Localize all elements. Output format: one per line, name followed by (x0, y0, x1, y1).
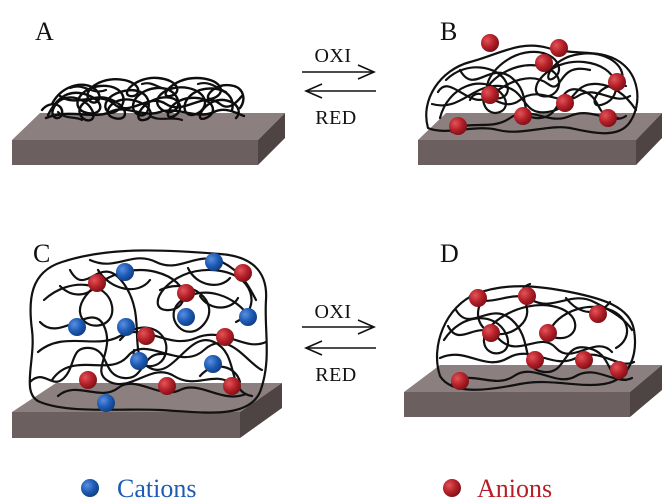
cation-dot (239, 308, 257, 326)
substrate-a (12, 113, 285, 165)
cation-dot (204, 355, 222, 373)
anion-dot (610, 361, 628, 379)
anion-dot (216, 328, 234, 346)
forward-arrowhead-top (357, 64, 376, 80)
legend-item-anions: Anions (443, 474, 552, 502)
anion-dot (469, 289, 487, 307)
panel-d: D (404, 239, 662, 417)
anion-dot (518, 287, 536, 305)
reverse-arrowhead-top (304, 83, 323, 99)
legend-label-anions: Anions (477, 474, 552, 502)
anion-particles-c (79, 264, 252, 395)
cation-dot (97, 394, 115, 412)
anion-dot (526, 351, 544, 369)
forward-arrowhead-bottom (357, 319, 376, 335)
anion-particles-d (451, 287, 628, 390)
oxi-label-top: OXI (314, 45, 351, 67)
panel-label-a: A (35, 17, 54, 46)
panel-label-d: D (440, 239, 459, 268)
anion-dot (575, 351, 593, 369)
cation-dot (117, 318, 135, 336)
anion-dot (514, 107, 532, 125)
cation-legend-icon (81, 479, 99, 497)
anion-dot (556, 94, 574, 112)
oxi-label-bottom: OXI (314, 301, 351, 323)
anion-dot (137, 327, 155, 345)
anion-dot (79, 371, 97, 389)
anion-dot (234, 264, 252, 282)
red-label-bottom: RED (315, 364, 357, 386)
anion-dot (482, 324, 500, 342)
legend: Cations Anions (81, 474, 552, 502)
anion-dot (481, 86, 499, 104)
cation-dot (177, 308, 195, 326)
cation-dot (130, 352, 148, 370)
anion-dot (451, 372, 469, 390)
cation-particles-c (68, 253, 257, 412)
anion-dot (589, 305, 607, 323)
anion-dot (539, 324, 557, 342)
red-label-top: RED (315, 107, 357, 129)
legend-label-cations: Cations (117, 474, 196, 502)
cation-dot (116, 263, 134, 281)
anion-particles-b (449, 34, 626, 135)
anion-dot (223, 377, 241, 395)
anion-dot (535, 54, 553, 72)
reverse-arrowhead-bottom (304, 340, 323, 356)
reaction-arrows-top: OXI RED (302, 45, 376, 129)
anion-dot (599, 109, 617, 127)
anion-dot (449, 117, 467, 135)
anion-dot (481, 34, 499, 52)
panel-label-b: B (440, 17, 457, 46)
panel-a: A (12, 17, 285, 165)
anion-legend-icon (443, 479, 461, 497)
anion-dot (88, 274, 106, 292)
anion-dot (550, 39, 568, 57)
cation-dot (68, 318, 86, 336)
legend-item-cations: Cations (81, 474, 196, 502)
reaction-arrows-bottom: OXI RED (302, 301, 376, 386)
polymer-film-a (40, 76, 246, 122)
anion-dot (608, 73, 626, 91)
anion-dot (177, 284, 195, 302)
polymer-film-b (425, 44, 639, 135)
panel-c: C (12, 239, 282, 438)
panel-label-c: C (33, 239, 50, 268)
cation-dot (205, 253, 223, 271)
panel-b: B (418, 17, 662, 165)
anion-dot (158, 377, 176, 395)
